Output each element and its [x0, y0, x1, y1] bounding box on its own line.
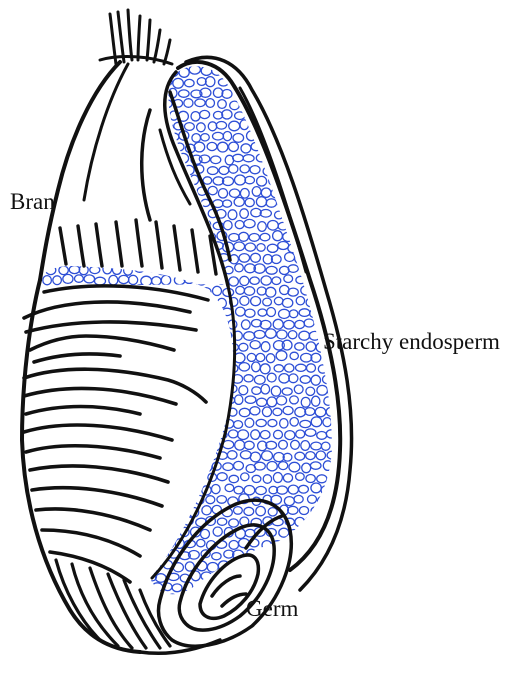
brush-hairs	[100, 10, 172, 64]
label-bran: Bran	[10, 190, 55, 213]
bran-layer-strokes	[60, 220, 216, 274]
bran-ridges	[24, 302, 206, 582]
germ-outline	[159, 500, 292, 646]
label-starchy-endosperm: Starchy endosperm	[323, 330, 500, 353]
label-germ: Germ	[246, 597, 298, 620]
